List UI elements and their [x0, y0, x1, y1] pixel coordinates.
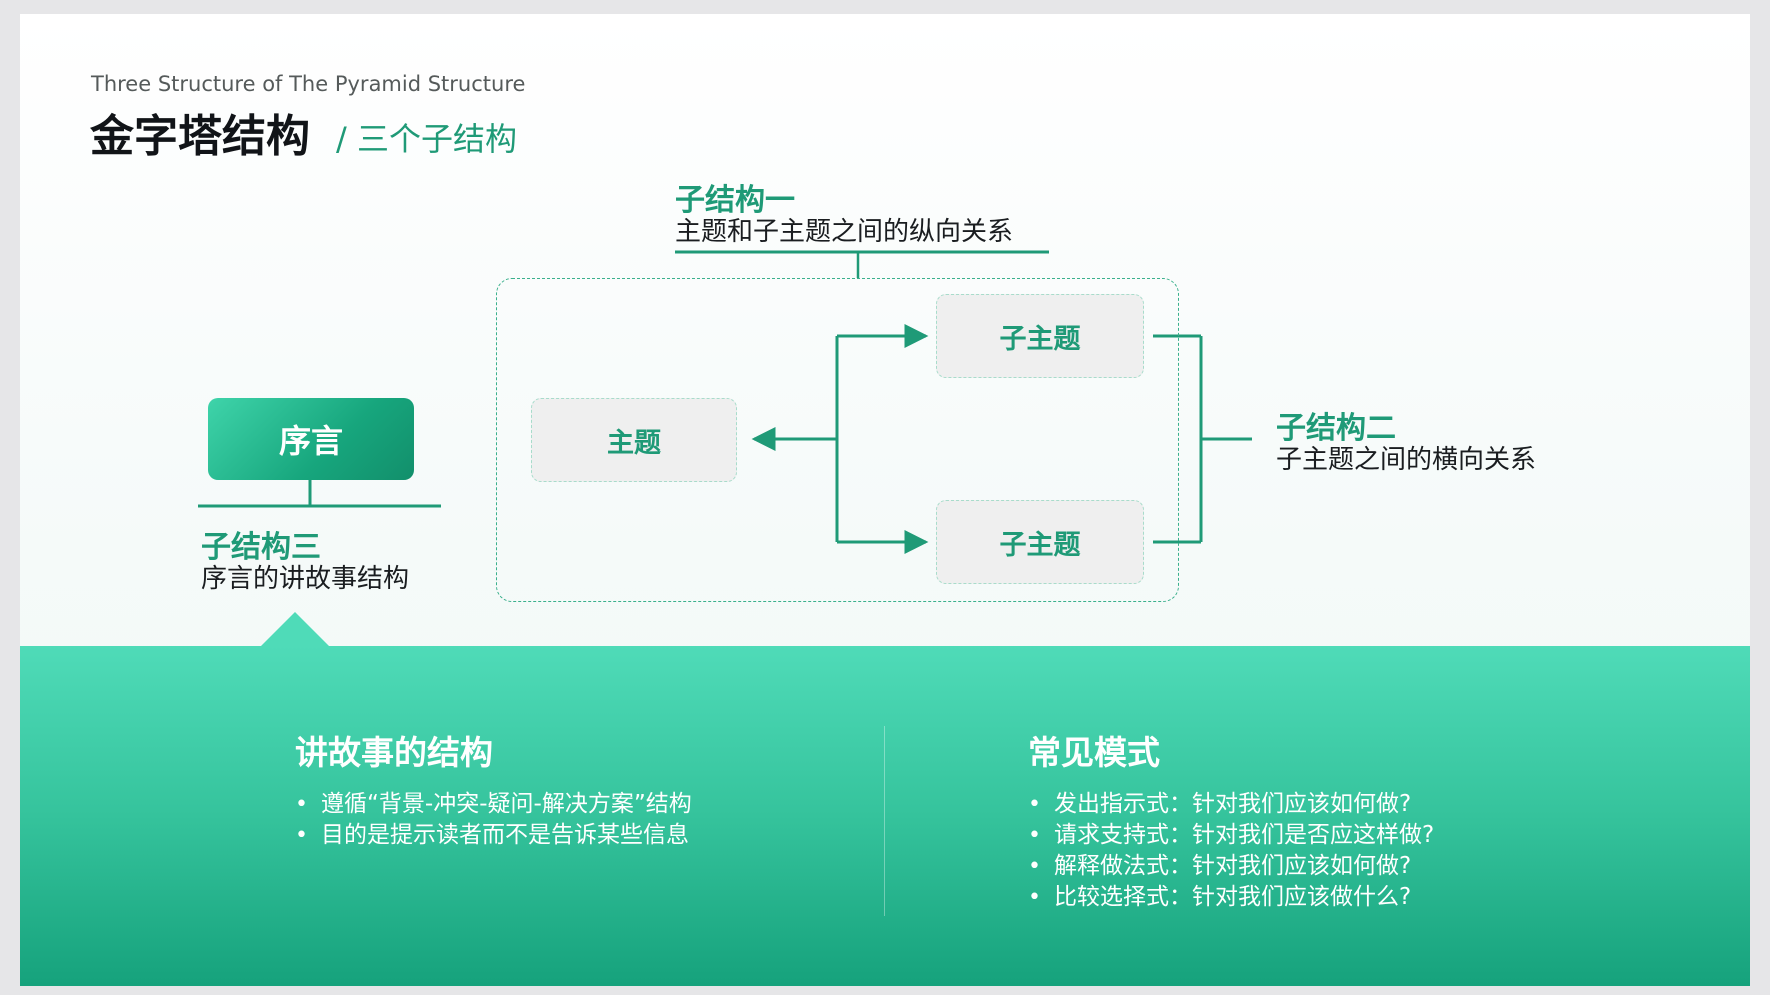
sub2-title: 子结构二 — [1276, 411, 1396, 446]
subtopic-bottom-box: 子主题 — [936, 500, 1144, 584]
list-item: 请求支持式：针对我们是否应这样做? — [1028, 820, 1434, 851]
sub3-desc: 序言的讲故事结构 — [201, 564, 410, 594]
page-title: 金字塔结构 — [90, 111, 310, 162]
sub2-desc: 子主题之间的横向关系 — [1276, 445, 1537, 475]
list-item: 比较选择式：针对我们应该做什么? — [1028, 882, 1434, 913]
subtitle-english: Three Structure of The Pyramid Structure — [91, 72, 526, 96]
sub3-title: 子结构三 — [201, 530, 321, 565]
diagram-connectors — [198, 250, 1252, 647]
list-item: 发出指示式：针对我们应该如何做? — [1028, 789, 1434, 820]
panel-divider — [884, 726, 885, 916]
panel-pointer — [260, 612, 330, 647]
slide: Three Structure of The Pyramid Structure… — [20, 14, 1750, 986]
bottom-panel: 讲故事的结构 遵循“背景-冲突-疑问-解决方案”结构 目的是提示读者而不是告诉某… — [20, 646, 1750, 986]
sub1-title: 子结构一 — [675, 183, 795, 218]
common-patterns-heading: 常见模式 — [1028, 733, 1160, 772]
list-item: 遵循“背景-冲突-疑问-解决方案”结构 — [295, 789, 692, 820]
subtopic-top-box: 子主题 — [936, 294, 1144, 378]
main-structure-frame — [496, 278, 1179, 602]
list-item: 目的是提示读者而不是告诉某些信息 — [295, 820, 692, 851]
storytelling-heading: 讲故事的结构 — [295, 733, 493, 772]
preface-box: 序言 — [208, 398, 414, 480]
page-title-suffix: / 三个子结构 — [336, 120, 517, 158]
list-item: 解释做法式：针对我们应该如何做? — [1028, 851, 1434, 882]
storytelling-list: 遵循“背景-冲突-疑问-解决方案”结构 目的是提示读者而不是告诉某些信息 — [295, 789, 692, 851]
sub1-desc: 主题和子主题之间的纵向关系 — [675, 217, 1014, 247]
common-patterns-list: 发出指示式：针对我们应该如何做? 请求支持式：针对我们是否应这样做? 解释做法式… — [1028, 789, 1434, 913]
topic-box: 主题 — [531, 398, 737, 482]
